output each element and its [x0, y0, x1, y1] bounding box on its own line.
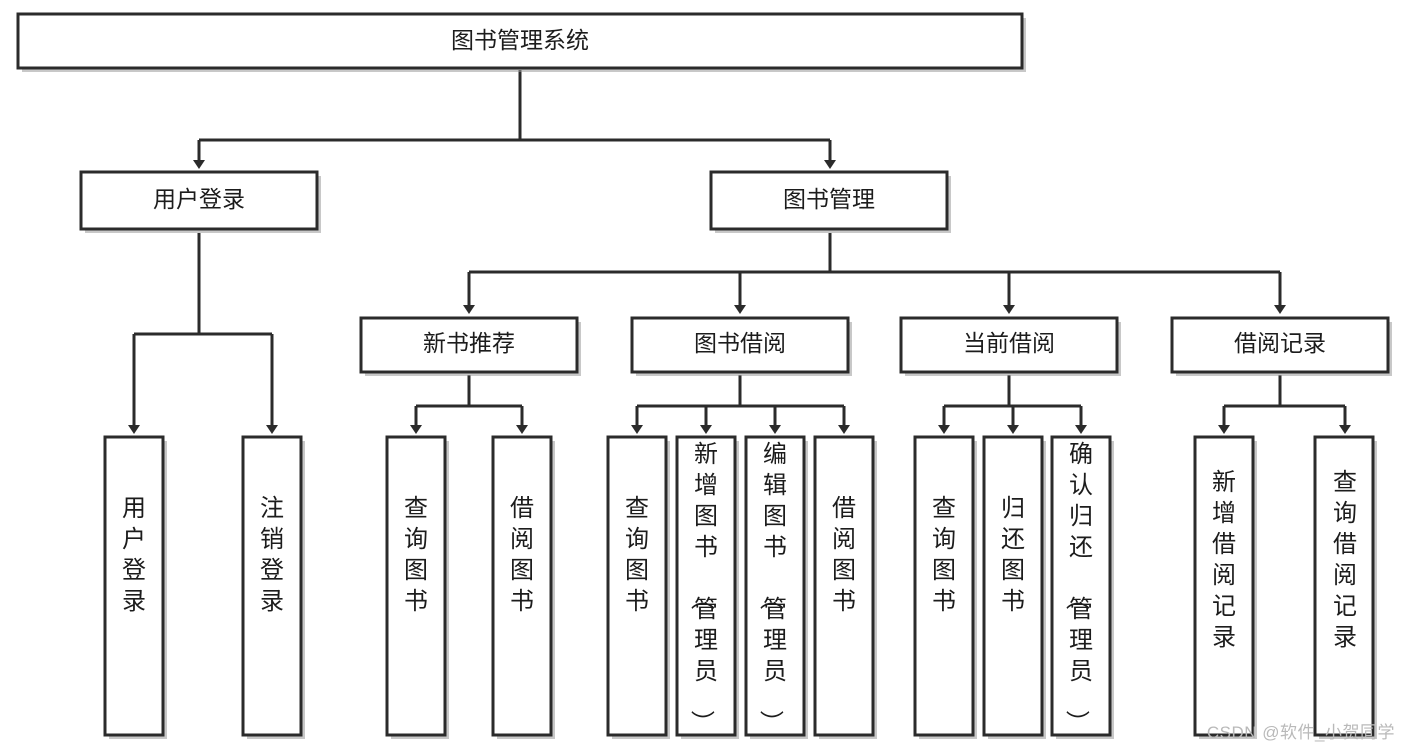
leaf-query-record[interactable]: 查询借阅记录	[1313, 435, 1377, 739]
leaf-borrow-book-2-label: 借阅图书	[832, 495, 856, 615]
connector-newbook-to-leaves	[410, 375, 528, 434]
leaf-query-record-label: 查询借阅记录	[1333, 469, 1357, 651]
node-book-borrow[interactable]: 图书借阅	[630, 316, 852, 376]
connector-currentborrow-to-leaves	[938, 375, 1087, 434]
node-user-login[interactable]: 用户登录	[79, 170, 321, 233]
leaf-borrow-book-1-label: 借阅图书	[510, 495, 534, 615]
node-book-manage[interactable]: 图书管理	[709, 170, 951, 233]
leaf-query-book-2-label: 查询图书	[625, 495, 649, 615]
leaf-query-book-3[interactable]: 查询图书	[913, 435, 977, 739]
connector-borrowrecord-to-leaves	[1218, 375, 1351, 434]
leaf-logout-login[interactable]: 注销登录	[241, 435, 305, 739]
connector-userlogin-to-leaves	[128, 233, 278, 434]
node-borrow-record-label: 借阅记录	[1234, 330, 1326, 356]
node-root[interactable]: 图书管理系统	[16, 12, 1026, 72]
leaf-query-book-1-label: 查询图书	[404, 495, 428, 615]
leaf-query-book-2[interactable]: 查询图书	[606, 435, 670, 739]
connector-bookmanage-to-level3	[463, 233, 1286, 314]
leaf-return-book[interactable]: 归还图书	[982, 435, 1046, 739]
node-current-borrow-label: 当前借阅	[963, 330, 1055, 356]
leaf-confirm-return[interactable]: 确认归还（管理员）	[1050, 435, 1114, 739]
leaf-logout-login-label: 注销登录	[260, 495, 284, 615]
leaf-add-record-label: 新增借阅记录	[1212, 469, 1236, 651]
leaf-user-login-label: 用户登录	[122, 495, 146, 615]
leaf-edit-book-label: 编辑图书（管理员）	[757, 441, 787, 734]
connector-root-to-level2	[193, 70, 836, 169]
leaf-borrow-book-2[interactable]: 借阅图书	[813, 435, 877, 739]
node-root-label: 图书管理系统	[451, 27, 589, 53]
leaf-add-record[interactable]: 新增借阅记录	[1193, 435, 1257, 739]
node-new-book-recommend-label: 新书推荐	[423, 330, 515, 356]
leaf-return-book-label: 归还图书	[1001, 495, 1025, 615]
leaf-add-book-label: 新增图书（管理员）	[688, 441, 718, 734]
leaf-user-login[interactable]: 用户登录	[103, 435, 167, 739]
node-book-borrow-label: 图书借阅	[694, 330, 786, 356]
node-borrow-record[interactable]: 借阅记录	[1170, 316, 1392, 376]
node-current-borrow[interactable]: 当前借阅	[899, 316, 1121, 376]
leaf-query-book-3-label: 查询图书	[932, 495, 956, 615]
csdn-watermark: CSDN @软件_小贺同学	[1206, 723, 1395, 742]
connectors-group	[128, 70, 1351, 434]
node-new-book-recommend[interactable]: 新书推荐	[359, 316, 581, 376]
leaf-borrow-book-1[interactable]: 借阅图书	[491, 435, 555, 739]
leaf-add-book[interactable]: 新增图书（管理员）	[675, 435, 739, 739]
leaf-query-book-1[interactable]: 查询图书	[385, 435, 449, 739]
node-book-manage-label: 图书管理	[783, 186, 875, 212]
leaf-confirm-return-label: 确认归还（管理员）	[1063, 441, 1093, 734]
leaf-edit-book[interactable]: 编辑图书（管理员）	[744, 435, 808, 739]
node-user-login-label: 用户登录	[153, 186, 245, 212]
connector-bookborrow-to-leaves	[631, 375, 850, 434]
